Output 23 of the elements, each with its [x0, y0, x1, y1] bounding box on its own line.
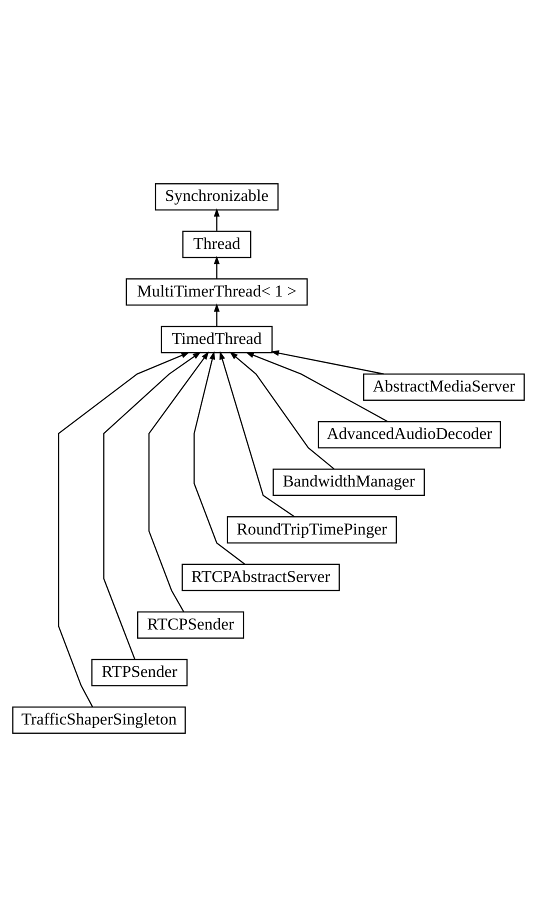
arrow	[214, 208, 220, 230]
node-box: Synchronizable	[154, 182, 279, 210]
node-box: RoundTripTimePinger	[226, 516, 397, 544]
node-box: TrafficShaperSingleton	[12, 706, 186, 734]
arrow	[194, 350, 246, 564]
node-box: MultiTimerThread< 1 >	[126, 278, 308, 306]
node-box: AbstractMediaServer	[363, 372, 525, 400]
node-box: RTCPAbstractServer	[182, 563, 340, 591]
arrow	[214, 255, 220, 278]
node-box: RTCPSender	[137, 610, 244, 638]
node-box: Thread	[182, 230, 252, 258]
arrow	[219, 350, 295, 517]
node-box: TimedThread	[160, 325, 273, 353]
arrow	[103, 351, 202, 659]
arrow	[246, 352, 388, 422]
arrow	[270, 350, 384, 374]
arrow	[214, 302, 220, 326]
node-box: AdvancedAudioDecoder	[318, 420, 502, 448]
arrow	[230, 351, 335, 470]
node-box: RTPSender	[91, 658, 188, 686]
arrow	[58, 352, 190, 707]
arrow	[148, 350, 209, 612]
node-box: BandwidthManager	[272, 468, 425, 496]
